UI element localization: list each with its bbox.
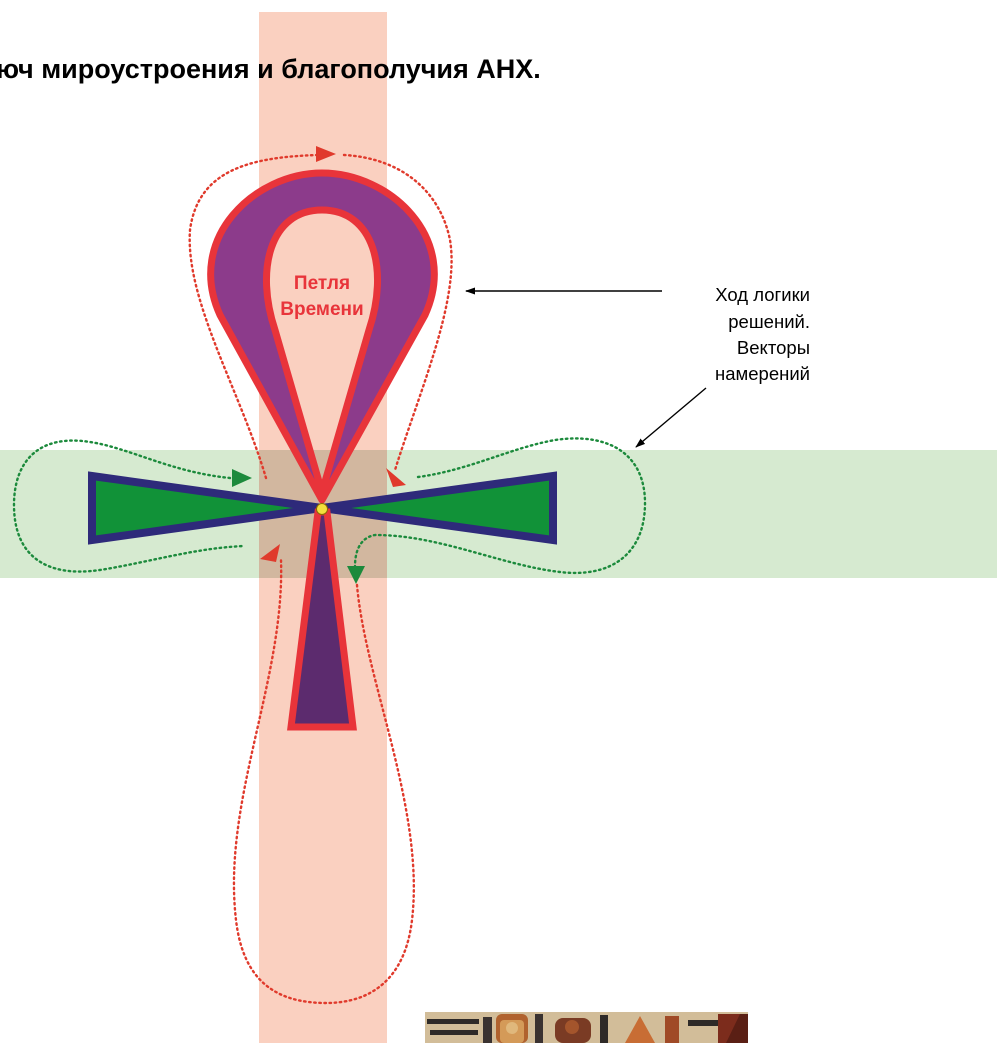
- loop-label-line2: Времени: [280, 299, 363, 320]
- loop-label-line1: Петля: [294, 273, 350, 294]
- annotation-line3: Векторы: [737, 337, 810, 358]
- annotation-line1: Ход логики: [715, 284, 810, 305]
- center-point: [317, 504, 328, 515]
- diagram-title: юч мироустроения и благополучия АНХ.: [0, 54, 541, 84]
- annotation-line4: намерений: [715, 363, 810, 384]
- egyptian-painting-fragment-icon: [425, 1012, 748, 1043]
- annotation-pointer-arm: [636, 388, 706, 447]
- annotation-line2: решений.: [728, 311, 810, 332]
- annotation: Ход логики решений. Векторы намерений: [466, 284, 810, 447]
